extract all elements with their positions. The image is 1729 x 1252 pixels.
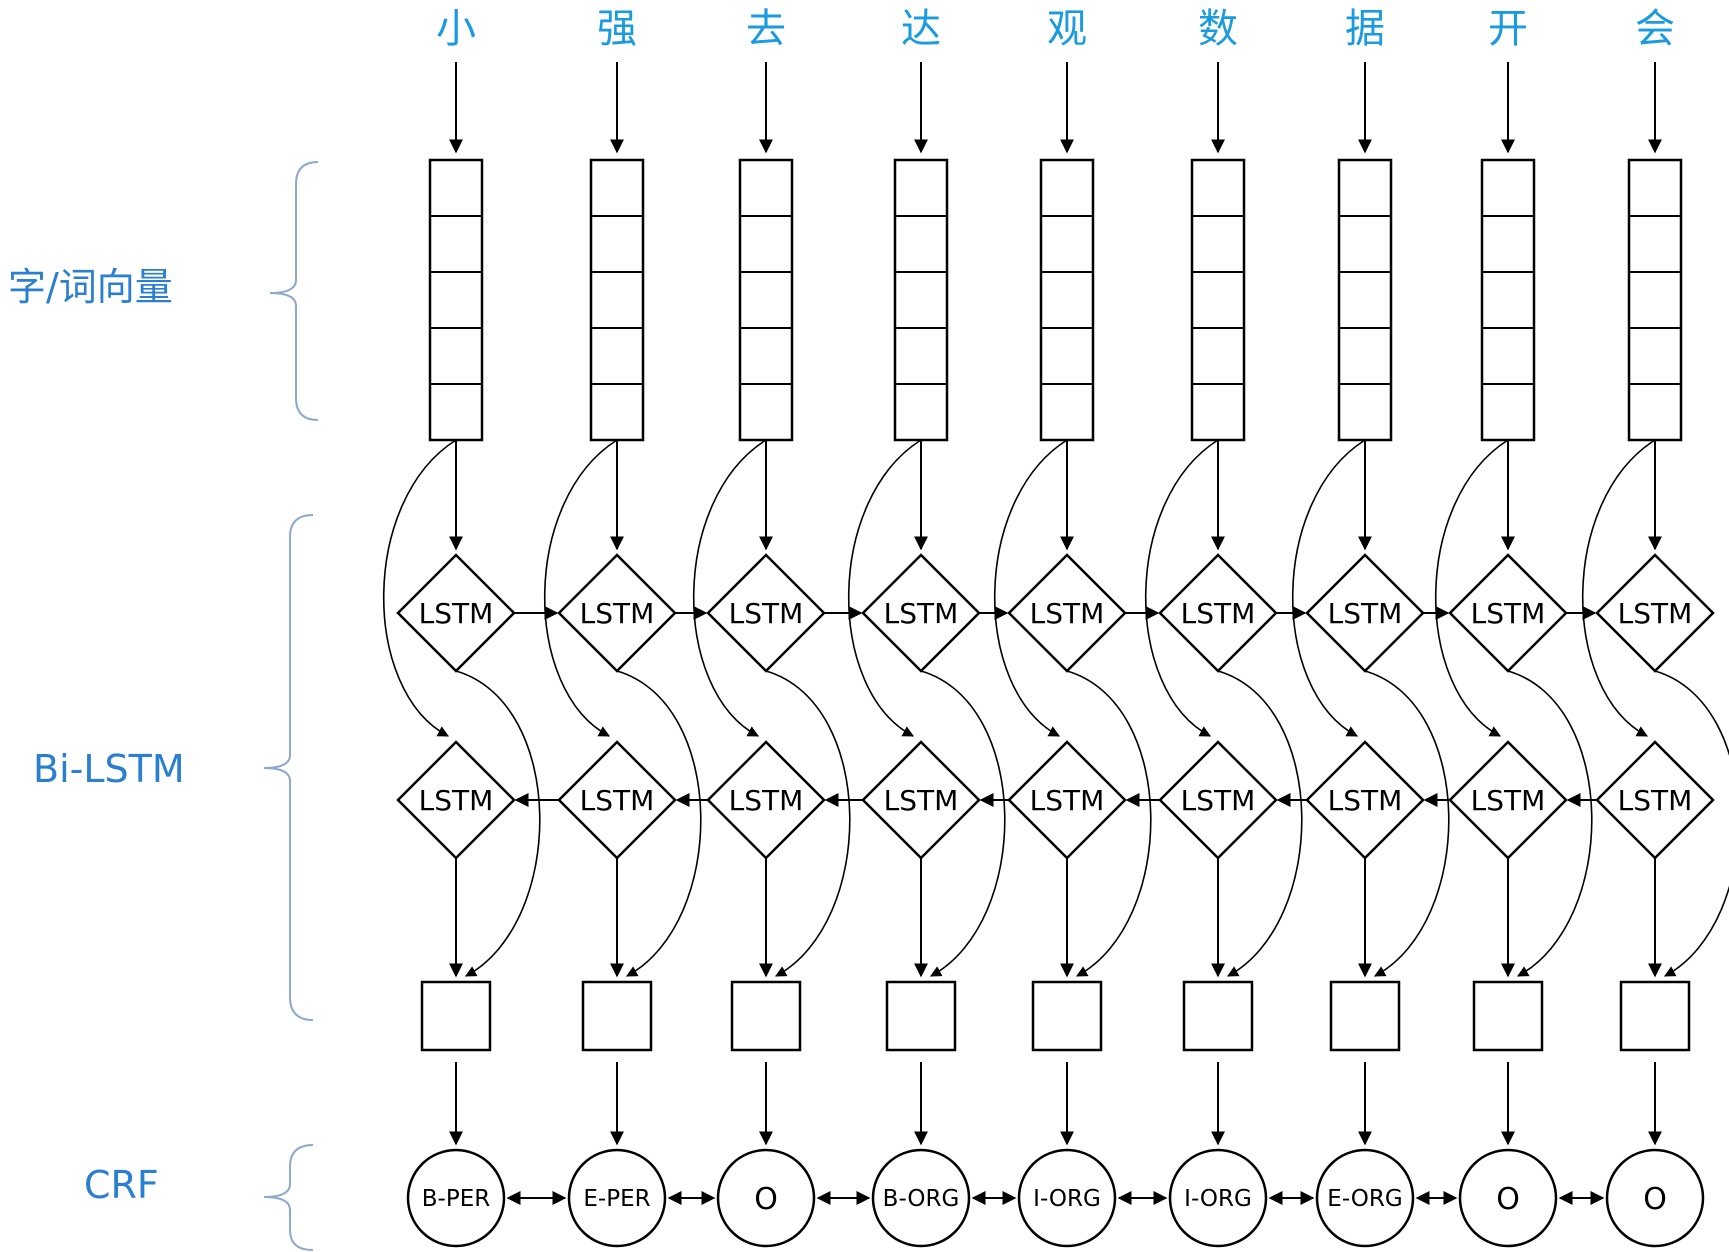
token-char: 会 [1635,6,1675,52]
forward-lstm-label: LSTM [729,597,804,630]
forward-lstm-label: LSTM [1328,597,1403,630]
crf-tag-label: O [1496,1182,1520,1217]
output-box [420,980,492,1052]
token-columns: 小 LSTM LSTM B-PER 强 LSTM LSTM E-PER 去 LSTM LSTM O 达 L… [382,6,1729,1248]
backward-lstm-label: LSTM [884,784,959,817]
backward-lstm-label: LSTM [419,784,494,817]
crf-tag-label: I-ORG [1184,1186,1252,1212]
output-box [1031,980,1103,1052]
forward-lstm-label: LSTM [1030,597,1105,630]
crf-node [1017,1148,1117,1248]
backward-lstm-label: LSTM [1328,784,1403,817]
token-char: 开 [1488,6,1528,52]
token-char: 小 [436,6,476,52]
embedding-vector [1190,158,1246,442]
forward-to-output-curve [1654,670,1729,977]
output-box [885,980,957,1052]
embedding-to-backward-curve [692,439,767,737]
backward-lstm-label: LSTM [1618,784,1693,817]
crf-tag-label: O [1643,1182,1667,1217]
crf-node [871,1148,971,1248]
crf-tag-label: E-ORG [1327,1186,1402,1212]
crf-node [1605,1148,1705,1248]
crf-node [1315,1148,1415,1248]
forward-to-output-curve [765,670,851,977]
crf-tag-label: O [754,1182,778,1217]
forward-lstm-label: LSTM [419,597,494,630]
output-box [730,980,802,1052]
token-char: 据 [1345,6,1385,52]
forward-lstm-label: LSTM [580,597,655,630]
embedding-vector [1337,158,1393,442]
backward-lstm-label: LSTM [1030,784,1105,817]
embedding-to-backward-curve [1144,439,1219,737]
crf-tag-label: I-ORG [1033,1186,1101,1212]
token-char: 达 [901,6,941,52]
backward-lstm-label: LSTM [580,784,655,817]
output-box [1329,980,1401,1052]
embedding-vector [893,158,949,442]
crf-node [567,1148,667,1248]
backward-lstm-label: LSTM [729,784,804,817]
token-char: 数 [1198,6,1238,52]
bilstm-layer-label: Bi-LSTM [33,747,185,791]
crf-node [1168,1148,1268,1248]
embedding-to-backward-curve [1434,439,1509,737]
embedding-vector [738,158,794,442]
forward-lstm-label: LSTM [884,597,959,630]
token-char: 去 [746,6,786,52]
embedding-to-backward-curve [543,439,618,737]
embedding-to-backward-curve [382,439,457,737]
crf-brace [263,1144,314,1251]
forward-to-output-curve [455,670,541,977]
crf-tag-label: B-PER [422,1186,490,1212]
embedding-vector [589,158,645,442]
embedding-vector [428,158,484,442]
forward-to-output-curve [1364,670,1450,977]
forward-lstm-label: LSTM [1471,597,1546,630]
crf-node [716,1148,816,1248]
token-char: 强 [597,6,637,52]
forward-lstm-label: LSTM [1181,597,1256,630]
backward-lstm-label: LSTM [1471,784,1546,817]
crf-tag-label: B-ORG [883,1186,960,1212]
embedding-brace [269,161,319,421]
forward-to-output-curve [1507,670,1593,977]
forward-lstm-label: LSTM [1618,597,1693,630]
token-char: 观 [1047,6,1087,52]
output-box [1472,980,1544,1052]
embedding-to-backward-curve [993,439,1068,737]
embedding-to-backward-curve [1581,439,1656,737]
embedding-layer-label: 字/词向量 [8,265,173,309]
backward-lstm-label: LSTM [1181,784,1256,817]
output-box [581,980,653,1052]
forward-to-output-curve [616,670,702,977]
crf-layer-label: CRF [84,1163,159,1207]
embedding-vector [1480,158,1536,442]
forward-to-output-curve [1217,670,1303,977]
embedding-vector [1039,158,1095,442]
embedding-to-backward-curve [847,439,922,737]
output-box [1619,980,1691,1052]
output-box [1182,980,1254,1052]
crf-node [406,1148,506,1248]
forward-to-output-curve [920,670,1006,977]
crf-node [1458,1148,1558,1248]
crf-tag-label: E-PER [583,1186,650,1212]
forward-to-output-curve [1066,670,1152,977]
embedding-to-backward-curve [1291,439,1366,737]
bilstm-brace [263,514,314,1021]
embedding-vector [1627,158,1683,442]
